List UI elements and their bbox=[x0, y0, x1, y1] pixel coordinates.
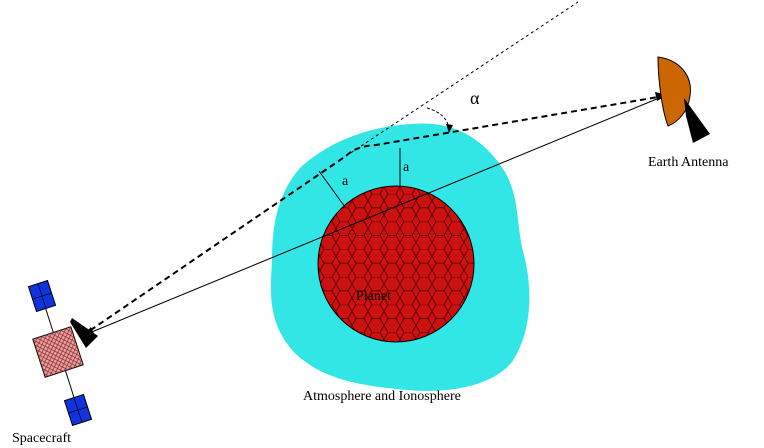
earth-antenna-label: Earth Antenna bbox=[648, 155, 729, 170]
atmosphere-label: Atmosphere and Ionosphere bbox=[303, 389, 461, 404]
planet bbox=[317, 185, 475, 343]
antenna-base bbox=[684, 98, 710, 143]
geometric-line-of-sight bbox=[81, 95, 665, 337]
asymptote-dashed-line bbox=[345, 1, 579, 157]
planet-label: Planet bbox=[356, 289, 391, 304]
bending-angle-arrowhead bbox=[446, 124, 453, 133]
antenna-dish bbox=[657, 56, 691, 127]
spacecraft bbox=[27, 279, 98, 427]
radius-label-diagonal: a bbox=[342, 174, 349, 189]
radius-label-vertical: a bbox=[403, 160, 410, 175]
spacecraft-antenna bbox=[70, 318, 98, 348]
alpha-label: α bbox=[470, 88, 480, 108]
earth-antenna bbox=[657, 56, 710, 143]
spacecraft-label: Spacecraft bbox=[12, 431, 71, 446]
radius-line-diagonal bbox=[318, 170, 346, 208]
